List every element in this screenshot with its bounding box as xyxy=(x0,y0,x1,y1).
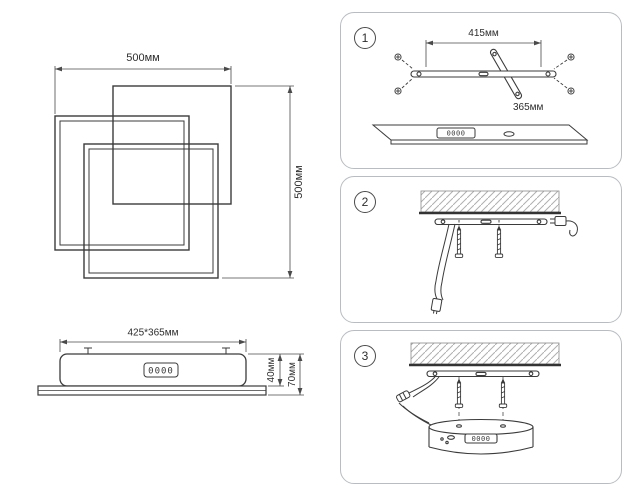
front-height-dimension xyxy=(222,85,294,279)
front-width-label: 500мм xyxy=(126,52,159,64)
step2-screw-left xyxy=(454,220,464,258)
step2-mounting-bar xyxy=(434,218,548,226)
side-total-height-label: 70мм xyxy=(287,362,298,387)
step3-mounting-bar xyxy=(426,370,540,378)
step2-wire-connector xyxy=(550,216,578,237)
lamp-square-front xyxy=(83,143,219,279)
side-body-height-dimension xyxy=(248,353,304,387)
side-total-height-dimension xyxy=(268,354,304,396)
step3-drawing: 0000 xyxy=(396,342,561,455)
step1-display-text: 0000 xyxy=(447,130,466,138)
step2-drawing xyxy=(419,190,578,315)
step3-number-badge: 3 xyxy=(354,345,376,367)
step3-alignment-lines xyxy=(458,377,504,423)
step3-canopy xyxy=(428,418,534,455)
step-panel-2: 2 xyxy=(340,176,622,323)
step3-screw-right xyxy=(498,378,508,408)
lamp-square-back xyxy=(112,85,232,205)
side-lamp-body xyxy=(59,347,247,387)
side-display-text: 0000 xyxy=(148,367,174,377)
step3-ceiling-slab xyxy=(409,342,561,367)
side-width-label: 425*365мм xyxy=(127,328,178,339)
lamp-square-middle xyxy=(54,115,190,251)
front-height-label: 500мм xyxy=(293,165,305,198)
step1-base-plate xyxy=(371,124,589,145)
step1-width-dimension xyxy=(425,40,542,67)
step1-mounting-bar xyxy=(410,70,557,78)
side-view-drawing: 425*365мм 0000 40мм xyxy=(37,328,304,396)
step1-width-label: 415мм xyxy=(468,28,499,39)
side-width-dimension xyxy=(59,339,247,352)
step-panel-3: 3 xyxy=(340,330,622,484)
step1-drawing: 415мм xyxy=(371,28,589,145)
side-body-height-label: 40мм xyxy=(266,357,277,382)
step3-screw-left xyxy=(454,378,464,408)
step3-display-text: 0000 xyxy=(472,435,491,443)
step-panel-1: 1 415мм xyxy=(340,12,622,169)
step3-wires xyxy=(396,376,440,427)
step1-number-badge: 1 xyxy=(354,27,376,49)
step2-screw-right xyxy=(494,220,504,258)
front-view-drawing: 500мм 500мм xyxy=(54,52,305,279)
side-frame-plate xyxy=(37,385,267,396)
step2-hanging-wires xyxy=(430,223,456,315)
step1-screws xyxy=(394,53,575,95)
step2-number-badge: 2 xyxy=(354,191,376,213)
step2-ceiling-slab xyxy=(419,190,561,215)
front-width-dimension xyxy=(54,66,232,114)
step1-depth-label: 365мм xyxy=(513,102,544,113)
